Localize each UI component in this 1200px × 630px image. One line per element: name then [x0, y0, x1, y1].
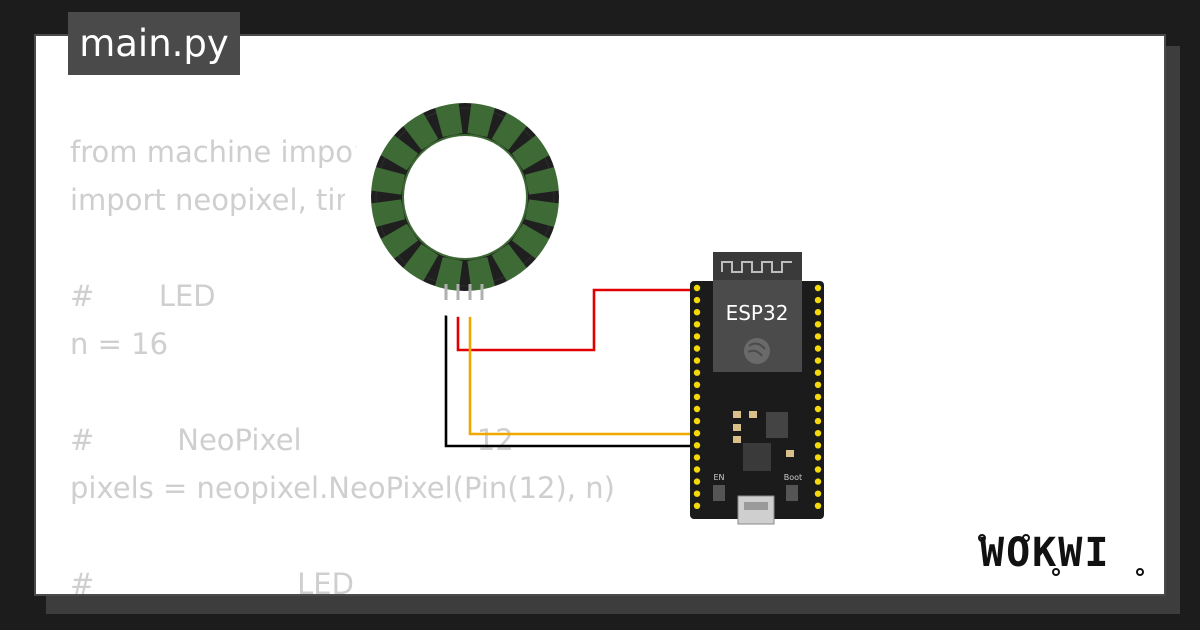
ring-pins [444, 284, 484, 300]
wire-data [468, 298, 697, 436]
header-pin[interactable] [693, 454, 701, 461]
ring-body [358, 90, 572, 304]
wires [444, 288, 697, 448]
en-button[interactable] [713, 485, 725, 501]
header-pin[interactable] [814, 333, 822, 340]
chip-label: ESP32 [726, 301, 789, 325]
header-pin[interactable] [814, 502, 822, 509]
code-line: # LED [70, 567, 354, 596]
code-line: pixels = neopixel.NeoPixel(Pin(12), n) [70, 471, 615, 505]
header-pin[interactable] [693, 466, 701, 473]
header-pin[interactable] [814, 442, 822, 449]
code-line: n = 16 [70, 327, 169, 361]
header-pin[interactable] [693, 333, 701, 340]
usb-chip [743, 443, 771, 471]
header-pin[interactable] [814, 490, 822, 497]
regulator [766, 412, 788, 438]
file-tab-label: main.py [79, 22, 229, 65]
wire-ground [444, 298, 697, 448]
wire-power [456, 288, 697, 352]
code-line: # LED [70, 279, 216, 313]
header-pin[interactable] [693, 490, 701, 497]
pin-header-left [693, 284, 701, 509]
header-pin[interactable] [693, 345, 701, 352]
ring-outline [375, 107, 555, 287]
header-pin[interactable] [693, 309, 701, 316]
header-pin[interactable] [693, 296, 701, 304]
pin-header-right [814, 284, 822, 509]
neopixel-ring [345, 77, 585, 317]
header-pin[interactable] [693, 357, 701, 364]
header-pin[interactable] [814, 284, 822, 292]
header-pin[interactable] [693, 284, 701, 292]
header-pin[interactable] [693, 321, 701, 328]
wokwi-logo: WOKWI [978, 530, 1144, 576]
header-pin[interactable] [814, 296, 822, 304]
header-pin[interactable] [814, 430, 822, 437]
header-pin[interactable] [814, 417, 822, 425]
header-pin[interactable] [693, 430, 701, 437]
header-pin[interactable] [814, 381, 822, 388]
header-pin[interactable] [814, 478, 822, 485]
ring-leds [345, 77, 585, 317]
code-line: # NeoPixel 12 [70, 423, 514, 457]
header-pin[interactable] [693, 393, 701, 401]
header-pin[interactable] [814, 321, 822, 328]
header-pin[interactable] [693, 442, 701, 449]
wokwi-logo-text: WOKWI [980, 530, 1110, 576]
header-pin[interactable] [693, 478, 701, 485]
header-pin[interactable] [814, 393, 822, 401]
boot-button[interactable] [786, 485, 798, 501]
header-pin[interactable] [814, 357, 822, 364]
header-pin[interactable] [814, 369, 822, 376]
en-label: EN [713, 473, 724, 482]
header-pin[interactable] [693, 502, 701, 509]
header-pin[interactable] [814, 405, 822, 413]
code-line: import neopixel, time [70, 183, 382, 217]
boot-label: Boot [784, 473, 802, 482]
header-pin[interactable] [814, 345, 822, 352]
header-pin[interactable] [814, 454, 822, 461]
header-pin[interactable] [693, 405, 701, 413]
header-pin[interactable] [693, 369, 701, 376]
header-pin[interactable] [814, 466, 822, 473]
file-tab-main-py[interactable]: main.py [68, 12, 240, 75]
header-pin[interactable] [693, 381, 701, 388]
header-pin[interactable] [693, 417, 701, 425]
esp32-board: ESP32 EN Boot [690, 252, 824, 525]
antenna-trace [721, 261, 792, 273]
header-pin[interactable] [814, 309, 822, 316]
ring-inner [402, 134, 528, 260]
